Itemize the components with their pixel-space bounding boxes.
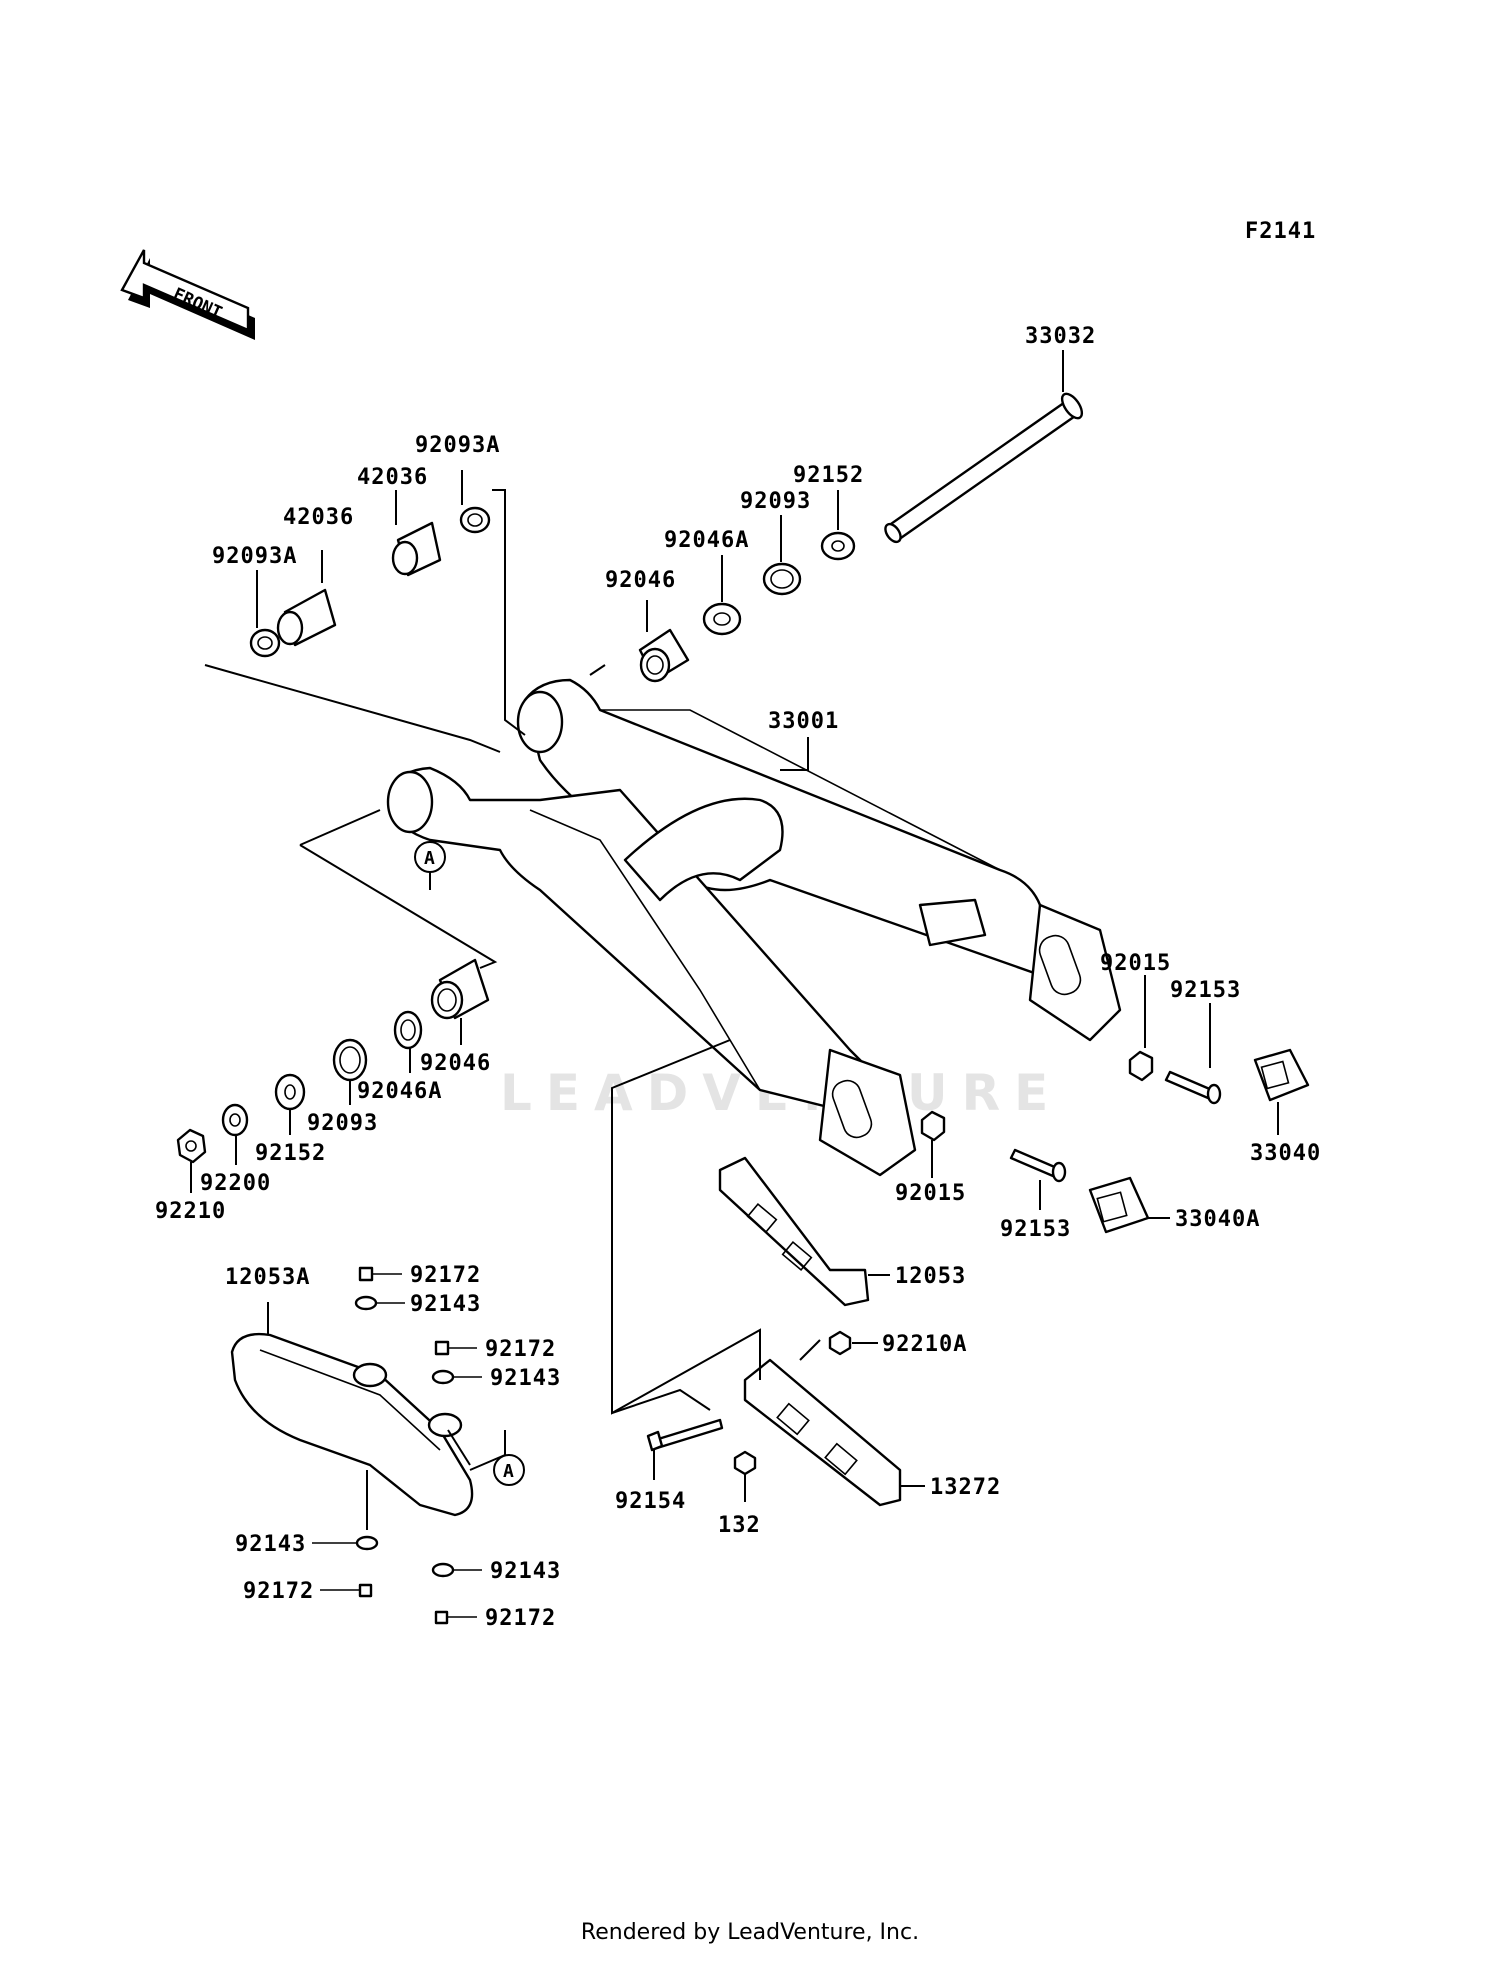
footer-credit: Rendered by LeadVenture, Inc. <box>580 1920 920 1945</box>
collar-92152-bot <box>274 1073 306 1111</box>
label-33040A: 33040A <box>1175 1207 1260 1232</box>
label-13272: 13272 <box>930 1475 1001 1500</box>
bolt-92172-b <box>434 1340 477 1356</box>
label-92210A: 92210A <box>882 1332 967 1357</box>
label-92210: 92210 <box>155 1199 226 1224</box>
label-92143-d: 92143 <box>490 1559 561 1584</box>
label-92152-bot: 92152 <box>255 1141 326 1166</box>
label-33032: 33032 <box>1025 324 1096 349</box>
label-92046-top: 92046 <box>605 568 676 593</box>
front-arrow-icon: FRONT <box>120 249 255 340</box>
sleeve-42036-a <box>391 521 442 577</box>
washer-92143-a <box>354 1295 405 1311</box>
label-92143-c: 92143 <box>235 1532 306 1557</box>
oil-seal-92093A-left <box>249 628 281 658</box>
nut-92015-b <box>920 1110 946 1142</box>
bolt-92172-c <box>320 1583 373 1598</box>
label-42036-a: 42036 <box>357 465 428 490</box>
label-42036-b: 42036 <box>283 505 354 530</box>
oil-seal-92093A-top <box>459 506 491 534</box>
label-92015-b: 92015 <box>895 1181 966 1206</box>
sleeve-42036-b <box>276 588 337 647</box>
bolt-92153-a <box>1164 1070 1222 1105</box>
label-92143-a: 92143 <box>410 1292 481 1317</box>
label-12053A: 12053A <box>225 1265 310 1290</box>
label-92093A-left: 92093A <box>212 544 297 569</box>
svg-text:A: A <box>503 1461 514 1482</box>
washer-92200 <box>221 1103 249 1137</box>
chain-adjuster-33040A <box>1088 1176 1150 1234</box>
washer-92143-c <box>312 1535 379 1551</box>
label-33001: 33001 <box>768 709 839 734</box>
callout-a-lower: A <box>493 1454 525 1486</box>
nut-92210A <box>828 1330 852 1356</box>
chain-slider-12053 <box>718 1156 870 1307</box>
washer-92143-d <box>431 1562 482 1578</box>
label-92200: 92200 <box>200 1171 271 1196</box>
pivot-shaft-33032 <box>884 392 1084 544</box>
label-132: 132 <box>718 1513 761 1538</box>
oil-seal-92093-bot <box>332 1038 368 1082</box>
oil-seal-92046A-top <box>702 602 742 636</box>
label-12053: 12053 <box>895 1264 966 1289</box>
chain-slider-12053A <box>230 1332 474 1517</box>
chain-adjuster-33040 <box>1253 1048 1310 1102</box>
bolt-132 <box>733 1450 757 1476</box>
label-92153-b: 92153 <box>1000 1217 1071 1242</box>
part-labels: 33032 92093A 42036 42036 92093A 92152 92… <box>155 324 1321 1631</box>
leader-lines <box>190 350 1279 1530</box>
nut-92210 <box>176 1128 207 1164</box>
label-92172-c: 92172 <box>243 1579 314 1604</box>
oil-seal-92093-top <box>762 562 802 596</box>
bolt-92153-b <box>1009 1148 1067 1183</box>
label-92154: 92154 <box>615 1489 686 1514</box>
collar-92152-top <box>820 531 856 561</box>
washer-92143-b <box>431 1369 482 1385</box>
bolt-92172-a <box>358 1266 402 1282</box>
figure-code: F2141 <box>1245 219 1316 244</box>
label-92046-bot: 92046 <box>420 1051 491 1076</box>
bolt-92154 <box>646 1418 724 1452</box>
label-92172-d: 92172 <box>485 1606 556 1631</box>
needle-bearing-92046-bot <box>430 958 490 1020</box>
label-92046A-top: 92046A <box>664 528 749 553</box>
label-92172-b: 92172 <box>485 1337 556 1362</box>
label-92143-b: 92143 <box>490 1366 561 1391</box>
label-92015-a: 92015 <box>1100 951 1171 976</box>
label-92046A-bot: 92046A <box>357 1079 442 1104</box>
label-92153-a: 92153 <box>1170 978 1241 1003</box>
nut-92015-a <box>1128 1050 1154 1082</box>
chain-guide-13272 <box>743 1358 902 1507</box>
oil-seal-92046A-bot <box>393 1010 423 1050</box>
label-92093-bot: 92093 <box>307 1111 378 1136</box>
needle-bearing-92046-top <box>638 628 690 683</box>
label-92172-a: 92172 <box>410 1263 481 1288</box>
bolt-92172-d <box>434 1610 477 1625</box>
svg-text:A: A <box>424 848 435 869</box>
callout-a-upper: A <box>414 841 446 873</box>
label-92152-top: 92152 <box>793 463 864 488</box>
label-33040: 33040 <box>1250 1141 1321 1166</box>
label-92093A-top: 92093A <box>415 433 500 458</box>
label-92093-top: 92093 <box>740 489 811 514</box>
